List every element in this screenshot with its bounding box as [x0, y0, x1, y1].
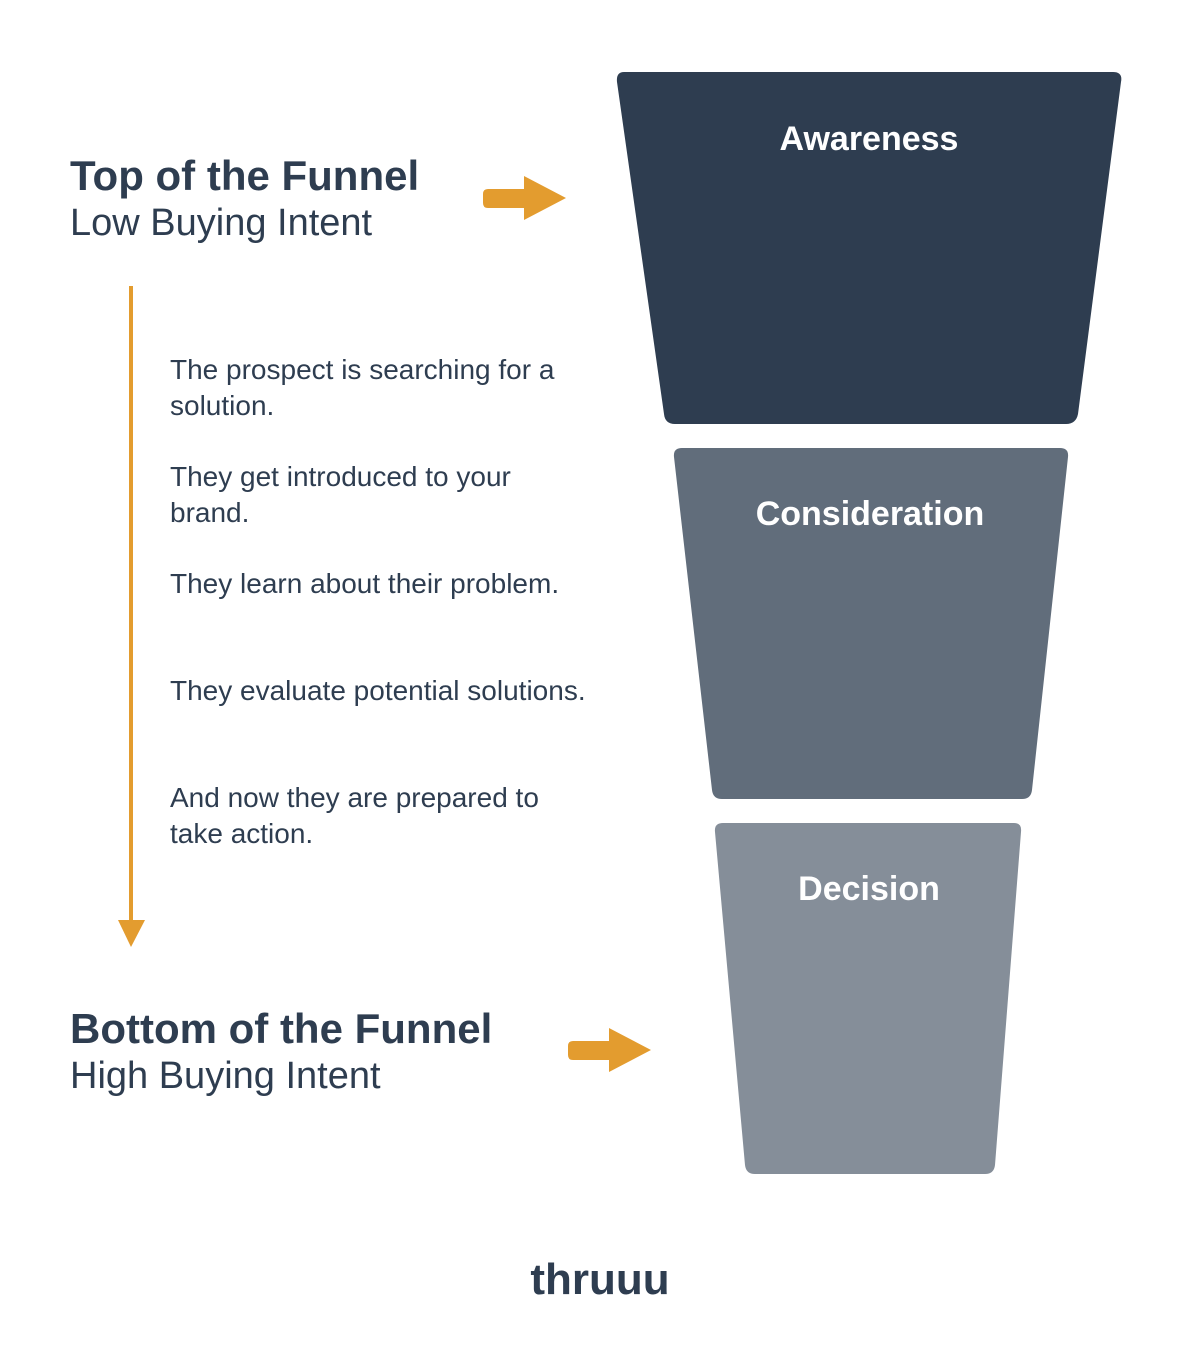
journey-step: They get introduced to your brand.	[170, 461, 511, 528]
journey-step: And now they are prepared to take action…	[170, 782, 539, 849]
arrow-down-icon	[118, 286, 145, 947]
bottom-of-funnel-heading: Bottom of the Funnel High Buying Intent	[70, 1005, 492, 1099]
top-of-funnel-heading: Top of the Funnel Low Buying Intent	[70, 152, 419, 246]
journey-step: The prospect is searching for a solution…	[170, 354, 555, 421]
journey-step: They learn about their problem.	[170, 568, 560, 599]
journey-steps-list: The prospect is searching for a solution…	[170, 352, 590, 887]
bottom-of-funnel-title: Bottom of the Funnel	[70, 1005, 493, 1052]
funnel-stage-decision-label: Decision	[798, 870, 940, 908]
arrow-right-icon	[568, 1028, 651, 1072]
funnel-stage-consideration-label: Consideration	[756, 495, 985, 533]
funnel-stage-awareness-shape	[616, 72, 1122, 424]
top-of-funnel-title: Top of the Funnel	[70, 152, 420, 199]
funnel-stage-decision-shape	[714, 823, 1022, 1174]
brand-logo: thruuu	[530, 1255, 670, 1304]
funnel-stage-consideration: Consideration	[673, 448, 1069, 799]
top-of-funnel-subtitle: Low Buying Intent	[70, 202, 373, 244]
funnel-stage-awareness: Awareness	[616, 72, 1122, 424]
funnel-stage-decision: Decision	[714, 823, 1022, 1174]
journey-step: They evaluate potential solutions.	[170, 675, 586, 706]
bottom-of-funnel-subtitle: High Buying Intent	[70, 1055, 381, 1097]
funnel-stage-consideration-shape	[673, 448, 1069, 799]
funnel-stage-awareness-label: Awareness	[780, 120, 959, 158]
arrow-right-icon	[483, 176, 566, 220]
